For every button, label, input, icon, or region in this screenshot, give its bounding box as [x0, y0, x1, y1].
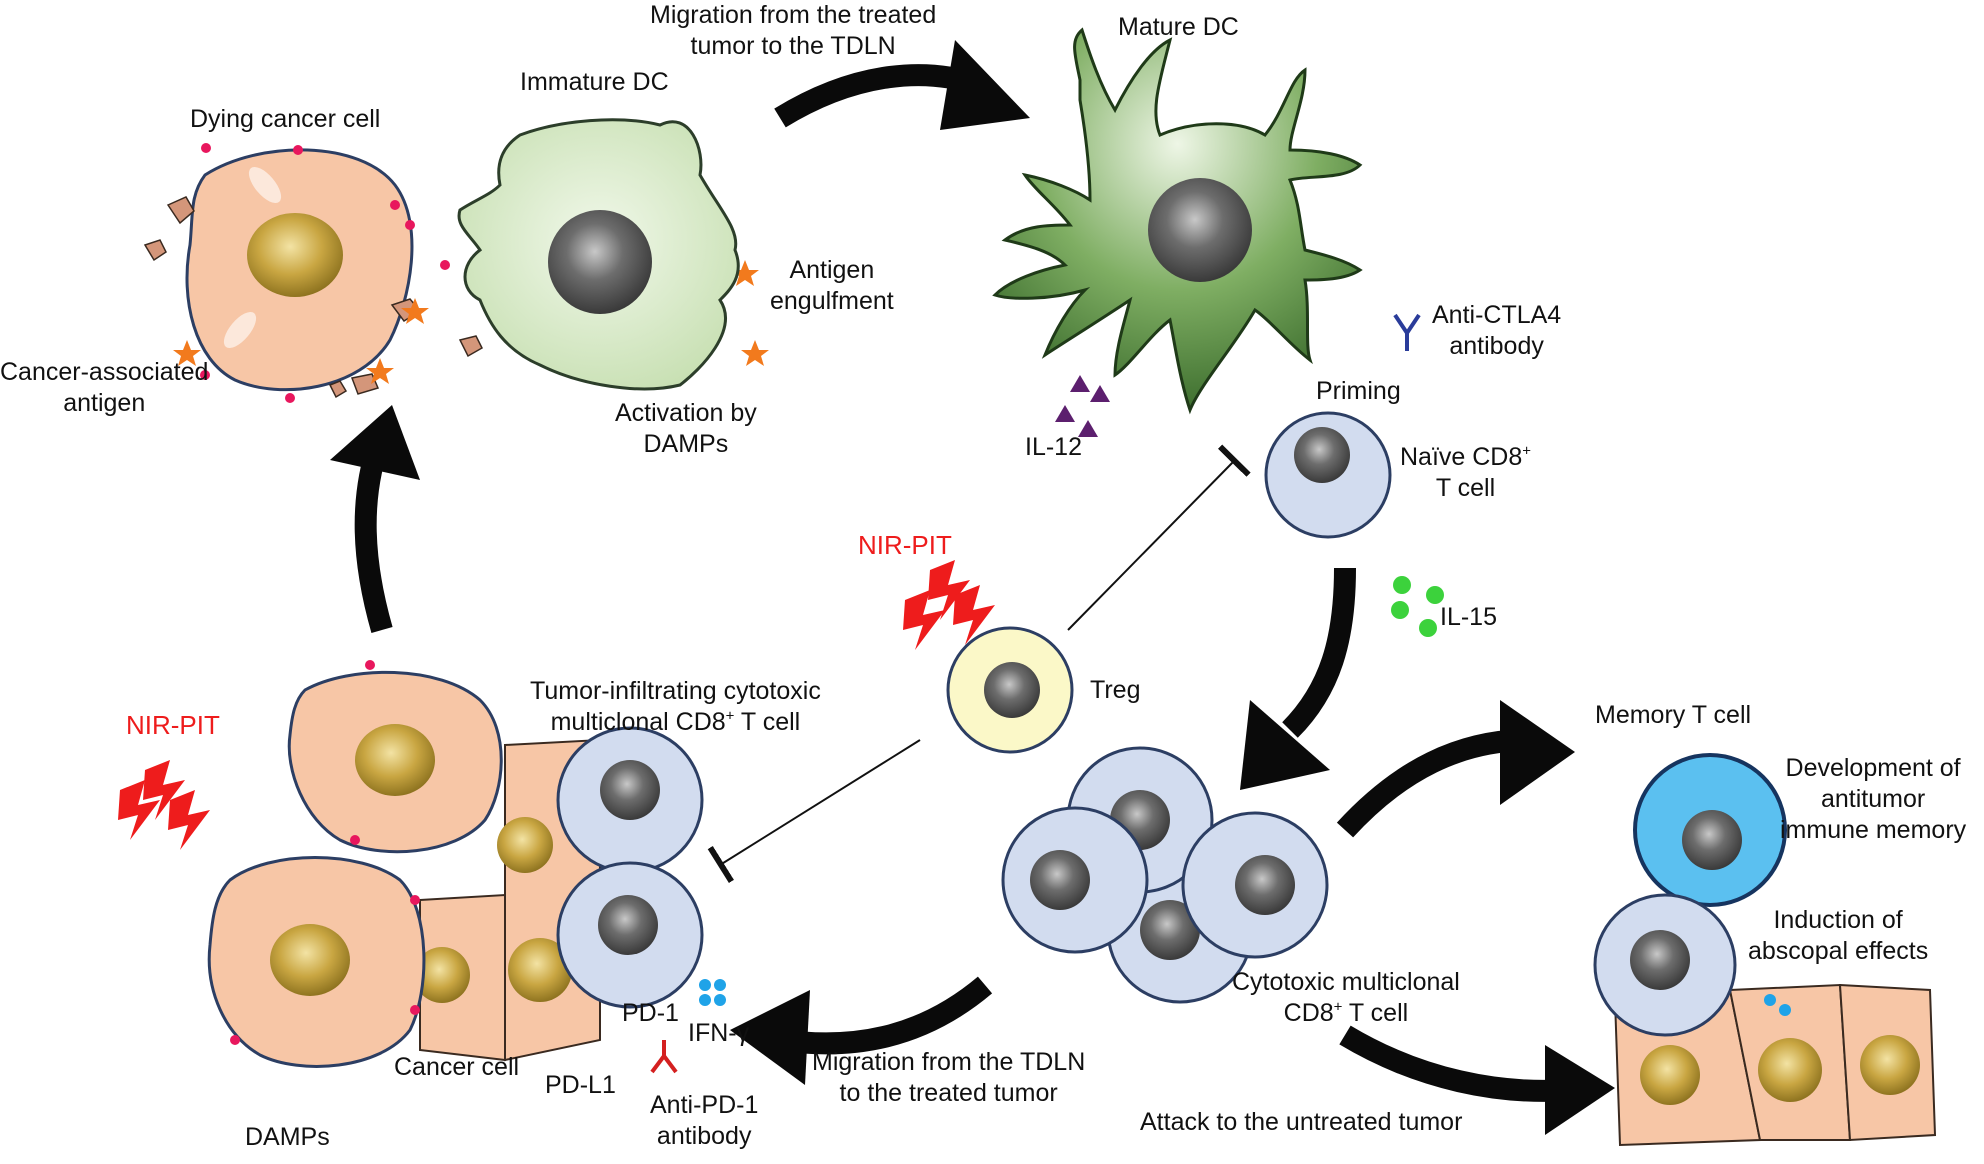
- priming-label: Priming: [1316, 377, 1401, 405]
- arrow-migration-to-tdln: [774, 40, 1030, 130]
- induction-abscopal-label: Induction of abscopal effects: [1748, 906, 1929, 965]
- nir-pit-left-label: NIR-PIT: [126, 710, 220, 740]
- cytotoxic-cd8-cluster: [1001, 746, 1329, 1004]
- attack-untreated-label: Attack to the untreated tumor: [1140, 1108, 1463, 1136]
- naive-cd8-t-cell: [1264, 411, 1392, 539]
- arrow-attack-untreated: [1339, 1025, 1615, 1135]
- cytotoxic-cd8-label: Cytotoxic multiclonal CD8+ T cell: [1232, 968, 1460, 1027]
- memory-t-cell: [1633, 753, 1787, 907]
- migration-to-tdln-label: Migration from the treated tumor to the …: [650, 1, 937, 60]
- ifn-gamma-dots-right: [1764, 994, 1791, 1016]
- cancer-associated-antigen-label: Cancer-associated antigen: [0, 358, 209, 417]
- dying-cancer-cell-lower: [207, 856, 426, 1068]
- treg-label: Treg: [1090, 676, 1141, 704]
- memory-t-cell-label: Memory T cell: [1595, 701, 1752, 729]
- dying-cell-debris: [143, 196, 483, 399]
- nir-pit-lightning-left: [118, 760, 210, 850]
- pd-l1-label: PD-L1: [545, 1071, 616, 1099]
- treg-cell: [946, 626, 1074, 754]
- mature-dendritic-cell: [992, 27, 1363, 415]
- damp-dots-top: [200, 143, 450, 403]
- il15-stars: [1391, 576, 1444, 637]
- antigen-stars-top: [173, 260, 769, 384]
- damp-dots-bottom: [230, 660, 420, 1045]
- damps-label: DAMPs: [245, 1123, 330, 1151]
- tumor-infiltrating-t-cells: [556, 726, 704, 1009]
- dying-cancer-cell-label: Dying cancer cell: [190, 105, 381, 133]
- dying-cancer-cell-upper: [287, 670, 503, 854]
- tumor-infiltrating-cd8-label: Tumor-infiltrating cytotoxic multiclonal…: [530, 677, 821, 736]
- activation-by-damps-label: Activation by DAMPs: [615, 399, 757, 458]
- naive-cd8-label: Naïve CD8+ T cell: [1400, 442, 1532, 502]
- nir-pit-center-label: NIR-PIT: [858, 530, 952, 560]
- dying-cancer-cell: [185, 148, 414, 392]
- mature-dc-label: Mature DC: [1118, 13, 1239, 41]
- immature-dc-label: Immature DC: [520, 68, 669, 96]
- il15-label: IL-15: [1440, 603, 1497, 631]
- treg-inhibition-line-priming: [1067, 444, 1251, 631]
- untreated-tumor-cells: [1613, 983, 1937, 1147]
- arrow-to-memory: [1336, 700, 1575, 838]
- arrow-migration-to-tumor: [730, 976, 993, 1085]
- pd1-label: PD-1: [622, 999, 679, 1027]
- nir-pit-lightning-center: [903, 560, 995, 650]
- migration-to-tumor-label: Migration from the TDLN to the treated t…: [812, 1048, 1086, 1107]
- cancer-cell-label: Cancer cell: [394, 1053, 520, 1081]
- il12-triangles: [1055, 375, 1110, 437]
- ifn-gamma-label: IFN-γ: [688, 1019, 750, 1047]
- anti-pd1-antibody-icon: [650, 1040, 678, 1074]
- immature-dendritic-cell: [457, 118, 740, 391]
- anti-ctla4-label: Anti-CTLA4 antibody: [1432, 301, 1562, 360]
- treg-inhibition-line-tumor: [707, 739, 921, 884]
- arrow-up-left: [330, 405, 420, 634]
- abscopal-t-cell: [1593, 893, 1737, 1037]
- ifn-gamma-dots-left: [699, 979, 726, 1006]
- antigen-engulfment-label: Antigen engulfment: [770, 256, 894, 315]
- anti-pd1-label: Anti-PD-1 antibody: [650, 1091, 759, 1150]
- il12-label: IL-12: [1025, 433, 1082, 461]
- arrow-down-to-cytotoxic: [1240, 567, 1356, 790]
- development-memory-label: Development of antitumor immune memory: [1780, 754, 1967, 844]
- anti-ctla4-antibody-icon: [1393, 313, 1421, 351]
